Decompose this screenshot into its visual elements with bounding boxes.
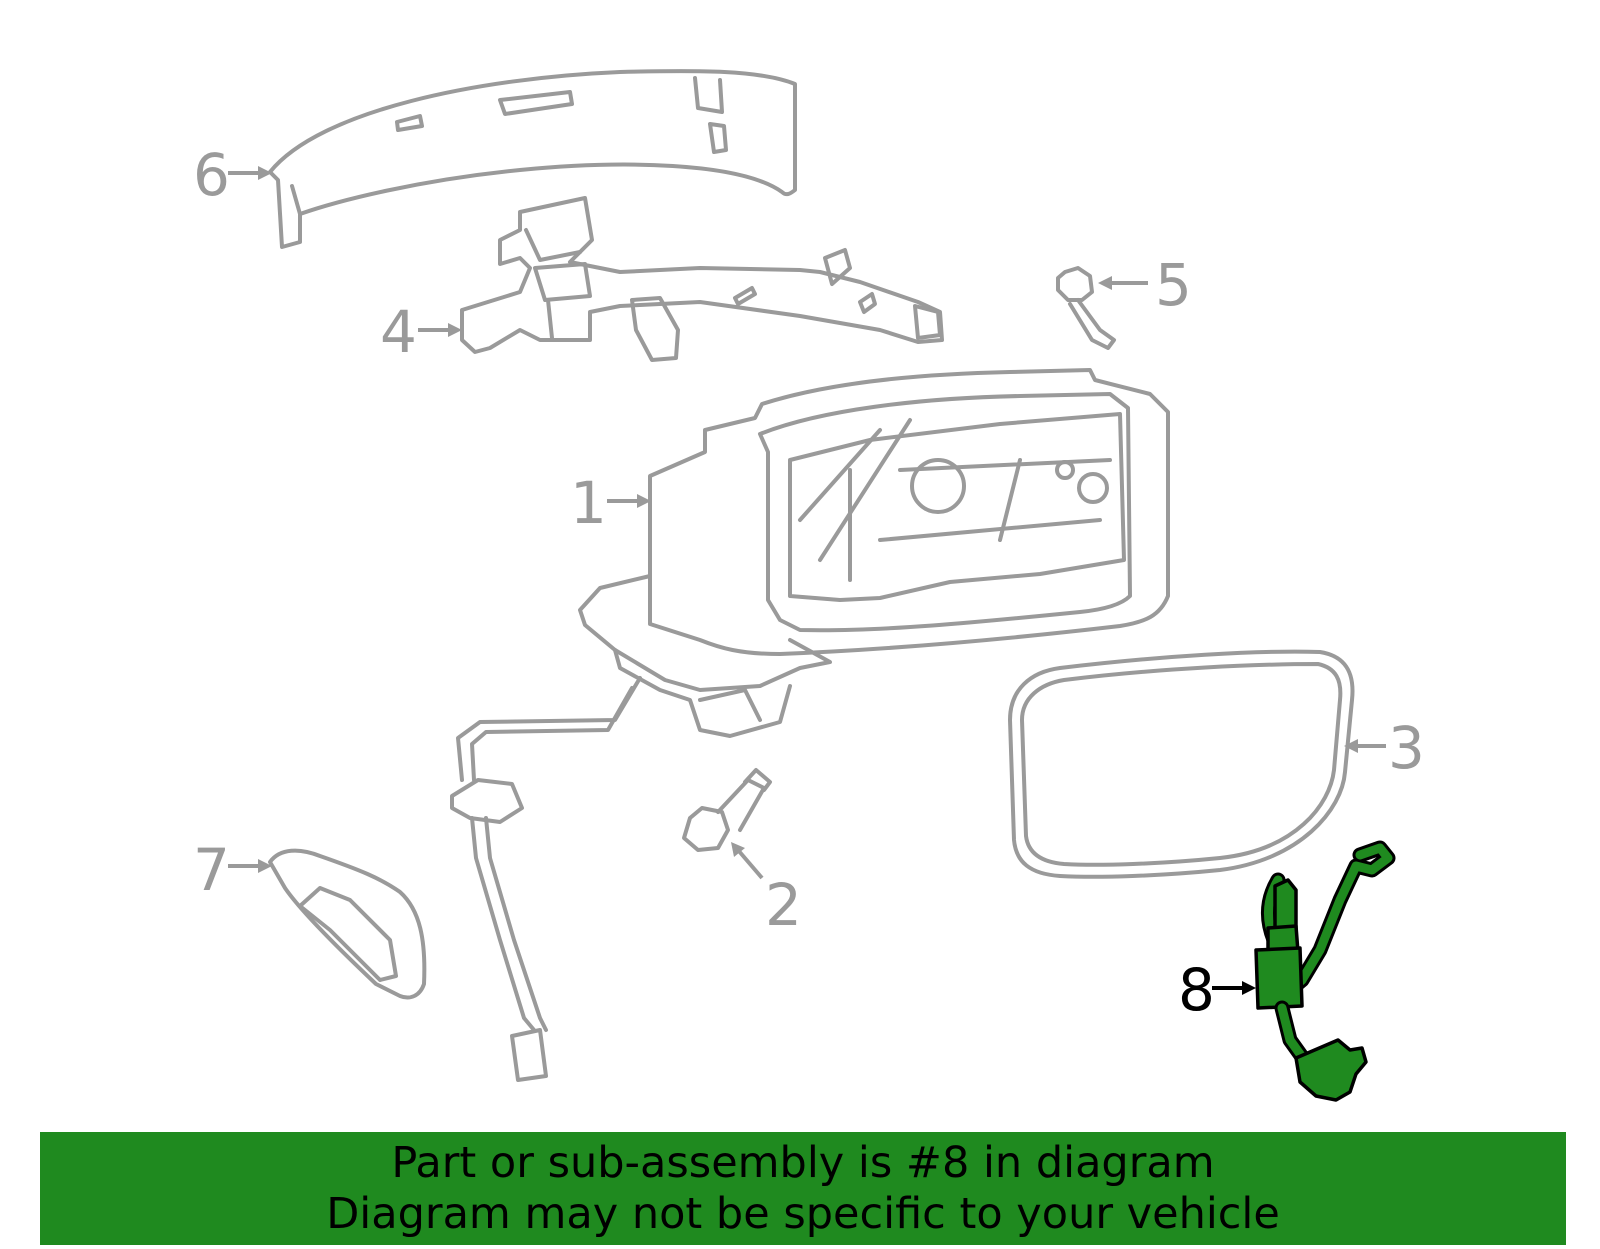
part-7-trim (268, 848, 427, 1000)
svg-text:1: 1 (570, 469, 607, 537)
svg-text:7: 7 (193, 836, 230, 904)
svg-text:4: 4 (380, 298, 417, 366)
svg-text:5: 5 (1155, 251, 1192, 319)
callout-6: 6 (193, 141, 272, 209)
svg-text:3: 3 (1388, 714, 1425, 782)
part-8-highlighted-harness (1254, 840, 1396, 1102)
svg-text:8: 8 (1178, 956, 1215, 1024)
part-5-bolt (1056, 266, 1116, 350)
banner-line-2: Diagram may not be specific to your vehi… (326, 1189, 1280, 1239)
callout-5: 5 (1098, 251, 1192, 319)
part-2-screw (682, 768, 772, 852)
part-4-mirror-bracket (460, 196, 944, 362)
banner-line-1: Part or sub-assembly is #8 in diagram (391, 1138, 1215, 1188)
info-banner: Part or sub-assembly is #8 in diagram Di… (40, 1132, 1566, 1245)
callout-4: 4 (380, 298, 462, 366)
callout-7: 7 (193, 836, 272, 904)
svg-text:6: 6 (193, 141, 230, 209)
part-6-mirror-cover (268, 69, 797, 249)
part-wire-harness (450, 676, 642, 1082)
svg-text:2: 2 (765, 871, 802, 939)
callout-3: 3 (1344, 714, 1425, 782)
callout-8: 8 (1178, 956, 1256, 1024)
part-3-mirror-glass (1008, 649, 1355, 879)
callout-1: 1 (570, 469, 651, 537)
callout-2: 2 (731, 842, 802, 939)
part-1-mirror-housing (578, 368, 1170, 738)
